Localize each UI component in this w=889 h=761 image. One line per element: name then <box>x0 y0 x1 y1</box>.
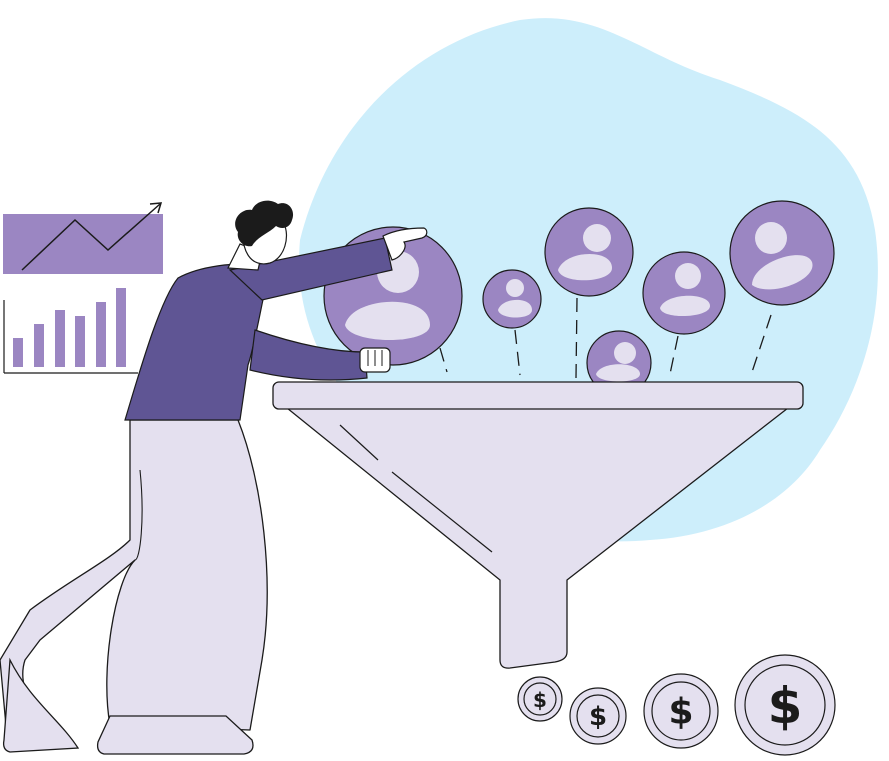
user-avatar-icon <box>586 330 652 396</box>
line-chart-icon <box>3 202 163 274</box>
person <box>0 200 428 755</box>
coin-symbol: $ <box>533 688 547 712</box>
dollar-coin-icon: $ <box>643 673 719 749</box>
dollar-coin-icon: $ <box>569 687 627 745</box>
bar-chart-icon <box>3 288 138 374</box>
coin-symbol: $ <box>768 677 803 735</box>
user-avatar-icon <box>544 207 634 297</box>
dollar-coin-icon: $ <box>517 676 563 722</box>
user-avatar-icon <box>482 269 542 329</box>
coin-symbol: $ <box>668 692 693 733</box>
coin-symbol: $ <box>589 702 607 732</box>
user-avatar-icon <box>729 200 835 306</box>
drop-lines <box>439 297 772 379</box>
user-avatar-icon <box>642 251 726 335</box>
funnel-icon <box>272 381 804 669</box>
dollar-coin-icon: $ <box>734 654 836 756</box>
